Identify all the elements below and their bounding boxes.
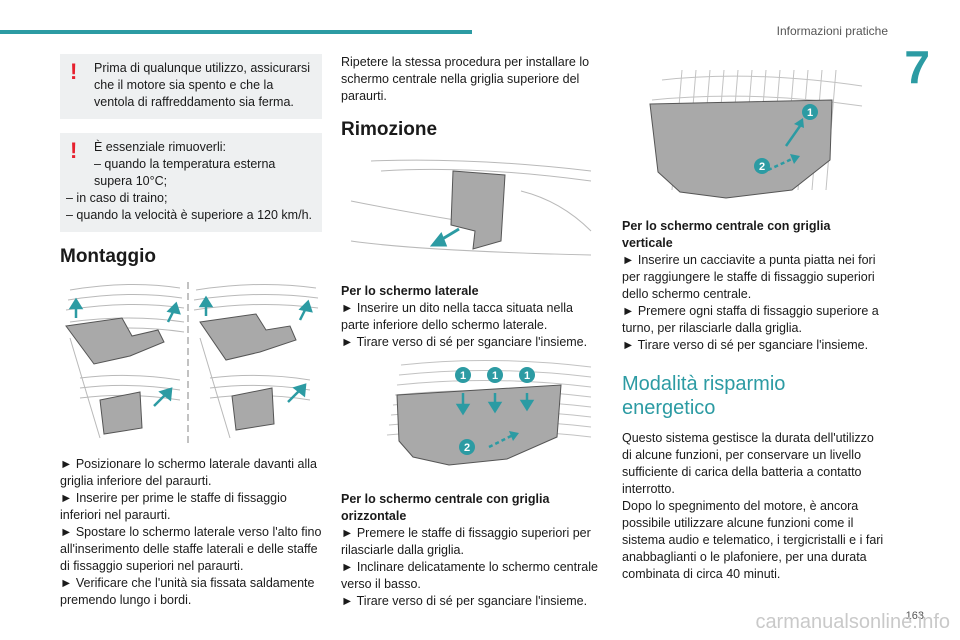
figure-horizontal-grille: 1 1 1 2 [386,359,592,466]
warning-box-2: ! È essenziale rimuoverli: – quando la t… [60,133,322,232]
subheading: Per lo schermo centrale con griglia oriz… [341,492,550,523]
column-left: ! Prima di qualunque utilizzo, assicurar… [60,54,322,609]
heading-montaggio: Montaggio [60,246,157,267]
step-text: ► Premere ogni staffa di fissaggio super… [622,304,879,335]
step-text: ► Spostare lo schermo laterale verso l'a… [60,525,322,573]
step-text: ► Posizionare lo schermo laterale davant… [60,457,317,488]
side-removal-steps: Per lo schermo laterale ► Inserire un di… [341,283,603,351]
column-middle: Ripetere la stessa procedura per install… [341,54,603,610]
step-text: ► Inserire per prime le staffe di fissag… [60,491,287,522]
heading-rimozione: Rimozione [341,119,438,140]
step-text: ► Tirare verso di sé per sganciare l'ins… [341,335,588,349]
warning-line: – quando la velocità è superiore a 120 k… [66,208,312,222]
badge-circle [519,367,535,383]
subheading: Per lo schermo centrale con griglia vert… [622,219,831,250]
badge-circle [455,367,471,383]
body-text: Dopo lo spegnimento del motore, è ancora… [622,499,884,581]
energy-saving-text: Questo sistema gestisce la durata dell'u… [622,430,884,583]
warning-line: – in caso di traino; [66,191,168,205]
page-number: 163 [905,610,924,622]
badge-circle [754,158,770,174]
header-rule [0,30,472,34]
step-text: ► Tirare verso di sé per sganciare l'ins… [341,594,588,608]
exclamation-icon: ! [70,138,78,163]
section-title: Informazioni pratiche [776,24,888,38]
step-text: ► Inserire un dito nella tacca situata n… [341,301,573,332]
step-badge: 2 [464,442,470,454]
badge-circle [487,367,503,383]
warning-text-1: Prima di qualunque utilizzo, assicurarsi… [94,61,311,109]
step-badge: 1 [807,107,813,119]
intro-text: Ripetere la stessa procedura per install… [341,55,590,103]
horizontal-removal-steps: Per lo schermo centrale con griglia oriz… [341,491,603,610]
warning-box-1: ! Prima di qualunque utilizzo, assicurar… [60,54,322,119]
step-text: ► Premere le staffe di fissaggio superio… [341,526,591,557]
body-text: Questo sistema gestisce la durata dell'u… [622,431,874,496]
step-badge: 2 [759,161,765,173]
step-text: ► Inclinare delicatamente lo schermo cen… [341,560,598,591]
heading-energy-saving: Modalità risparmio energetico [622,373,786,419]
chapter-number: 7 [904,41,930,93]
warning-line: – quando la temperatura esterna supera 1… [94,157,276,188]
step-text: ► Inserire un cacciavite a punta piatta … [622,253,876,301]
subheading: Per lo schermo laterale [341,284,479,298]
step-text: ► Tirare verso di sé per sganciare l'ins… [622,338,869,352]
watermark: carmanualsonline.info [755,611,950,633]
step-badge: 1 [492,370,498,382]
vertical-removal-steps: Per lo schermo centrale con griglia vert… [622,218,884,354]
column-right: 1 2 Per lo schermo centrale con griglia … [622,54,884,583]
exclamation-icon: ! [70,59,78,84]
badge-circle [802,104,818,120]
badge-circle [459,439,475,455]
warning-line: È essenziale rimuoverli: [94,140,226,154]
figure-mounting [65,282,319,444]
step-badge: 1 [524,370,530,382]
figure-vertical-grille: 1 2 [649,69,863,199]
step-text: ► Verificare che l'unità sia fissata sal… [60,576,315,607]
step-badge: 1 [460,370,466,382]
mounting-steps: ► Posizionare lo schermo laterale davant… [60,456,322,609]
figure-side-removal [350,159,592,256]
